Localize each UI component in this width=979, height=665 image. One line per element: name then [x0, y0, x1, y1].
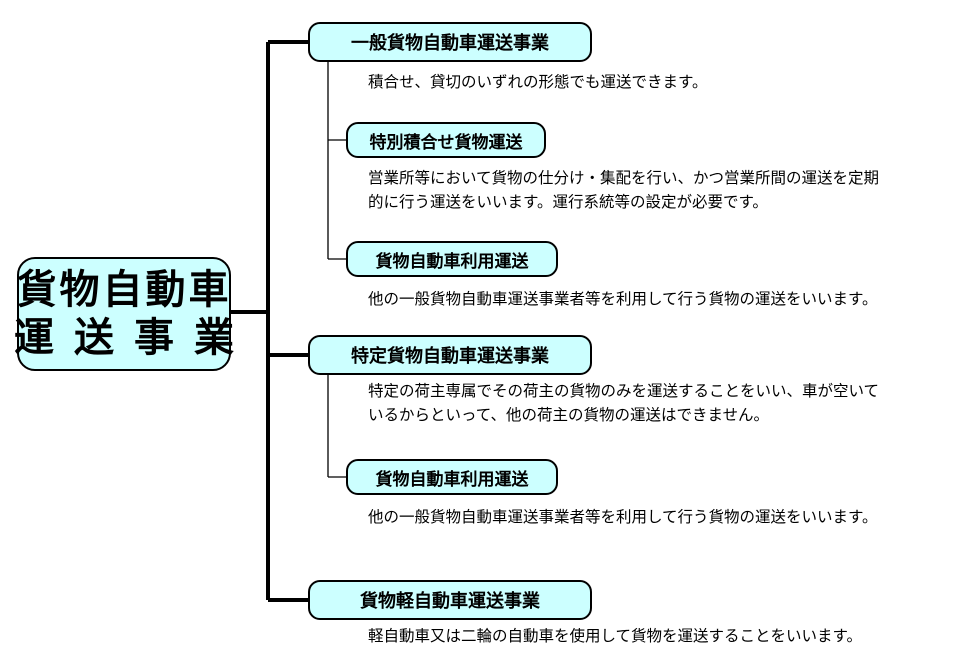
general-freight-description: 積合せ、貸切のいずれの形態でも運送できます。 [368, 73, 708, 91]
general-freight-node: 一般貨物自動車運送事業 [308, 22, 592, 62]
specific-utilization-title: 貨物自動車利用運送 [375, 469, 529, 490]
root-node-box: 貨物自動車 運送事業 [14, 257, 234, 371]
specific-freight-description-line1: 特定の荷主専属でその荷主の貨物のみを運送することをいい、車が空いて [368, 382, 880, 400]
light-freight-node: 貨物軽自動車運送事業 [308, 580, 592, 620]
special-consolidated-description-line2: 的に行う運送をいいます。運行系統等の設定が必要です。 [368, 193, 768, 211]
specific-freight-description-line2: いるからといって、他の荷主の貨物の運送はできません。 [368, 406, 769, 424]
general-utilization-node: 貨物自動車利用運送 [346, 241, 558, 277]
special-consolidated-title: 特別積合せ貨物運送 [369, 132, 523, 153]
specific-freight-title: 特定貨物自動車運送事業 [351, 346, 549, 367]
specific-utilization-node: 貨物自動車利用運送 [346, 459, 558, 495]
general-utilization-description: 他の一般貨物自動車運送事業者等を利用して行う貨物の運送をいいます。 [368, 290, 878, 308]
specific-utilization-description: 他の一般貨物自動車運送事業者等を利用して行う貨物の運送をいいます。 [368, 508, 878, 526]
general-freight-title: 一般貨物自動車運送事業 [351, 33, 549, 54]
root-title-line2: 運送事業 [14, 314, 254, 361]
root-title-line1: 貨物自動車 [16, 266, 232, 313]
specific-freight-node: 特定貨物自動車運送事業 [308, 335, 592, 375]
light-freight-description: 軽自動車又は二輪の自動車を使用して貨物を運送することをいいます。 [368, 627, 862, 645]
general-utilization-title: 貨物自動車利用運送 [375, 251, 529, 272]
special-consolidated-node: 特別積合せ貨物運送 [346, 122, 546, 158]
light-freight-title: 貨物軽自動車運送事業 [360, 591, 540, 612]
special-consolidated-description-line1: 営業所等において貨物の仕分け・集配を行い、かつ営業所間の運送を定期 [368, 169, 880, 187]
